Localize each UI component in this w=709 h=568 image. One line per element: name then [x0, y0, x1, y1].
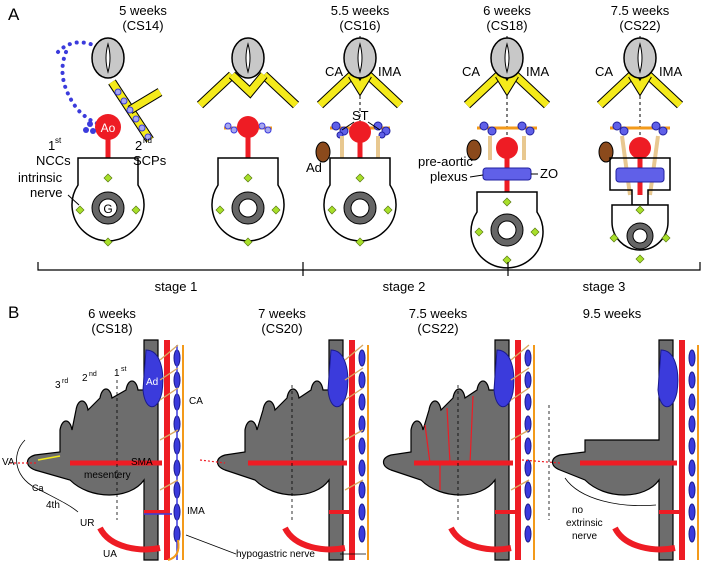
enteric-cell — [103, 173, 113, 183]
preaortic-label: pre-aortic — [418, 154, 473, 169]
nerve-label: nerve — [30, 185, 63, 200]
ua-label: UA — [103, 549, 117, 560]
ca-label: CA — [189, 396, 203, 407]
gut-panel-cs22 — [382, 339, 535, 561]
b-title-cs22: (CS22) — [417, 321, 458, 336]
b-title-7-5-weeks: 7.5 weeks — [409, 306, 468, 321]
title-6-weeks: 6 weeks — [483, 3, 531, 18]
aorta-circle — [237, 116, 259, 138]
adrenal — [142, 349, 164, 408]
embryo-cs14-a: Ao G 1 st NCCs 2 nd SCPs intrinsic nerve — [18, 37, 167, 247]
ima-label: IMA — [659, 64, 682, 79]
stage-2-label: stage 2 — [383, 279, 426, 294]
plexus-label: plexus — [430, 169, 468, 184]
svg-text:rd: rd — [62, 378, 68, 385]
embryo-cs14-b — [196, 37, 300, 247]
svg-text:1: 1 — [114, 368, 120, 379]
intrinsic-arrow — [67, 194, 80, 206]
panel-b-titles: 6 weeks (CS18) 7 weeks (CS20) 7.5 weeks … — [88, 306, 642, 336]
enteric-cell — [131, 205, 141, 215]
scp-cell — [126, 106, 134, 114]
scp-cell — [114, 88, 122, 96]
b-title-6-weeks: 6 weeks — [88, 306, 136, 321]
ca-small-label: Ca — [32, 483, 44, 493]
panel-a-titles: 5 weeks (CS14) 5.5 weeks (CS16) 6 weeks … — [119, 3, 670, 33]
scp-cell — [138, 124, 146, 132]
title-5-5-weeks: 5.5 weeks — [331, 3, 390, 18]
ncc-migration-path-2 — [60, 50, 102, 126]
ima-label: IMA — [187, 506, 205, 517]
neural-tube-lumen — [105, 42, 111, 74]
ad-label: Ad — [146, 377, 158, 388]
title-cs14: (CS14) — [122, 18, 163, 33]
stage-1-label: stage 1 — [155, 279, 198, 294]
ca-label: CA — [595, 64, 613, 79]
st-label: ST — [352, 108, 369, 123]
extrinsic-label: extrinsic — [566, 518, 603, 529]
mesentery-label: mesentery — [84, 470, 131, 481]
scp-cell — [120, 97, 128, 105]
embryo-cs22: CA IMA — [595, 36, 684, 264]
ncc-label-num: 1 — [48, 138, 55, 153]
ca-label: CA — [325, 64, 343, 79]
gut-panel-cs18: 3 rd 2 nd 1 st Ad CA VA SMA mesentery Ca… — [2, 339, 205, 561]
hypogastric-label: hypogastric nerve — [236, 549, 315, 560]
embryo-cs18: CA IMA pre-aortic plexus ZO — [418, 36, 558, 269]
svg-text:3: 3 — [55, 380, 61, 391]
pre-aortic-plexus — [482, 167, 532, 181]
g-label: G — [103, 202, 112, 216]
gut-panel-cs20 — [199, 339, 369, 561]
stage-brackets: stage 1 stage 2 stage 3 — [37, 262, 701, 294]
sma-label: SMA — [131, 457, 153, 468]
scps-label: SCPs — [133, 153, 167, 168]
svg-text:nd: nd — [89, 371, 97, 378]
fourth-label: 4th — [46, 500, 60, 511]
aorta-label: Ao — [101, 121, 116, 135]
gut-lumen — [98, 198, 118, 218]
scp-cell — [144, 133, 152, 141]
no-label: no — [572, 505, 584, 516]
ur-label: UR — [80, 518, 94, 529]
scp-branch — [128, 88, 162, 114]
title-7-5-weeks: 7.5 weeks — [611, 3, 670, 18]
title-cs22: (CS22) — [619, 18, 660, 33]
panel-b-label: B — [8, 303, 19, 322]
gut-body — [26, 339, 159, 561]
scp-label-sup: nd — [143, 136, 152, 145]
embryo-cs16: CA IMA ST Ad — [306, 36, 404, 247]
b-title-9-5-weeks: 9.5 weeks — [583, 306, 642, 321]
gut-panel-9-5-weeks: no extrinsic nerve — [521, 339, 699, 561]
scp-label-num: 2 — [135, 138, 142, 153]
ad-label: Ad — [306, 160, 322, 175]
nccs-label: NCCs — [36, 153, 71, 168]
title-5-weeks: 5 weeks — [119, 3, 167, 18]
stage-3-label: stage 3 — [583, 279, 626, 294]
title-cs16: (CS16) — [339, 18, 380, 33]
va-label: VA — [2, 457, 15, 468]
adrenal-gland — [315, 141, 331, 163]
nerve-label: nerve — [572, 531, 597, 542]
ncc-label-sup: st — [55, 136, 62, 145]
intrinsic-label: intrinsic — [18, 170, 63, 185]
ca-label: CA — [462, 64, 480, 79]
zo-label: ZO — [540, 166, 558, 181]
aorta-circle — [95, 114, 121, 140]
b-title-7-weeks: 7 weeks — [258, 306, 306, 321]
svg-text:2: 2 — [82, 373, 88, 384]
b-title-cs18: (CS18) — [91, 321, 132, 336]
panel-a-label: A — [8, 5, 20, 24]
svg-text:st: st — [121, 366, 127, 373]
scp-cell — [132, 115, 140, 123]
title-cs18: (CS18) — [486, 18, 527, 33]
enteric-cell — [75, 205, 85, 215]
ima-label: IMA — [526, 64, 549, 79]
b-title-cs20: (CS20) — [261, 321, 302, 336]
ima-label: IMA — [378, 64, 401, 79]
enteric-cell — [103, 237, 113, 247]
